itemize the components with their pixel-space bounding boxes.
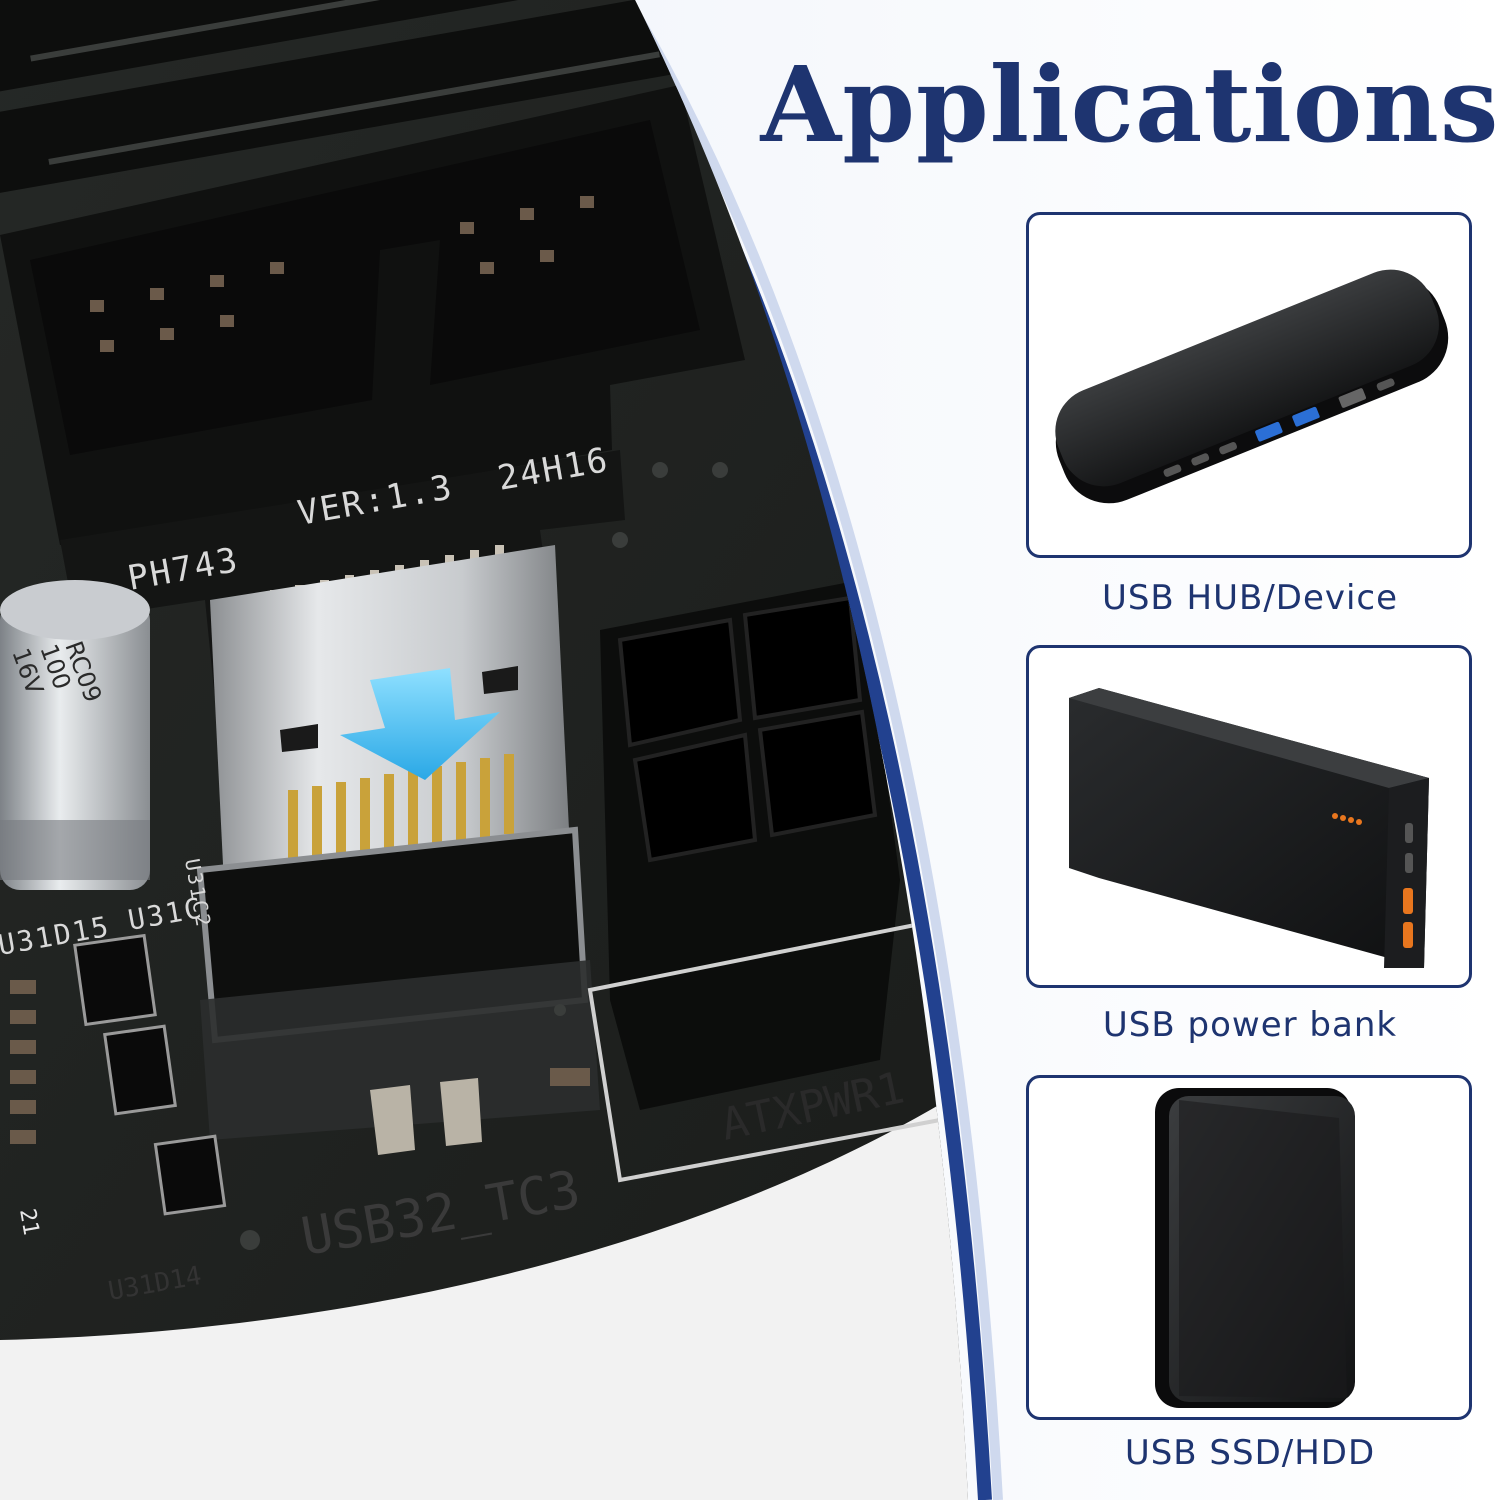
application-label-usb-hub: USB HUB/Device bbox=[1101, 578, 1399, 618]
application-card-usb-hub bbox=[1026, 212, 1472, 558]
power-bank-icon bbox=[1069, 688, 1429, 968]
capacitor bbox=[0, 580, 150, 890]
portable-drive-icon bbox=[1155, 1088, 1355, 1408]
application-label-portable-drive: USB SSD/HDD bbox=[1124, 1433, 1376, 1473]
internal-usb-header bbox=[0, 85, 745, 545]
page-title: Applications bbox=[760, 43, 1500, 166]
usb-hub-icon bbox=[1055, 269, 1449, 504]
application-card-portable-drive bbox=[1026, 1075, 1472, 1420]
application-label-power-bank: USB power bank bbox=[1102, 1005, 1398, 1045]
insert-arrow-icon bbox=[340, 668, 500, 780]
atx-power-connector bbox=[587, 580, 942, 1183]
part-label-small: 21 bbox=[14, 1207, 43, 1237]
application-card-power-bank bbox=[1026, 645, 1472, 988]
